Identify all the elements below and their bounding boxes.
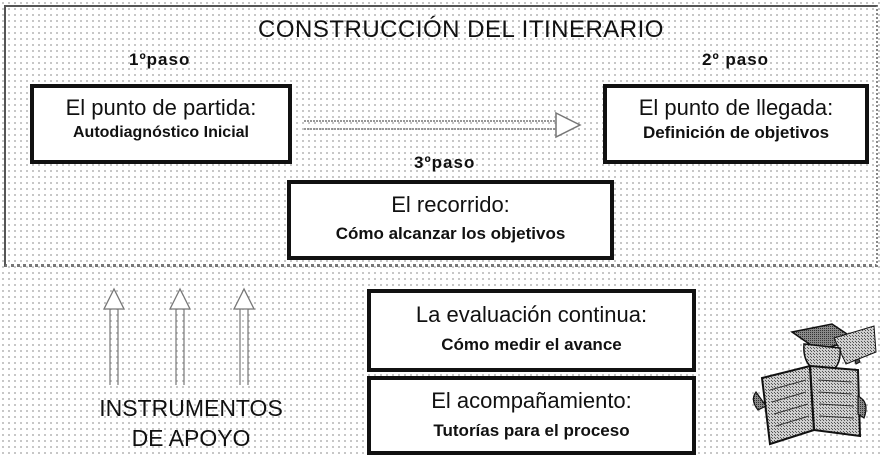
step-3-label: 3ºpaso bbox=[414, 153, 476, 172]
evaluation-heading: La evaluación continua: bbox=[415, 302, 648, 327]
support-tools-line-2: DE APOYO bbox=[131, 425, 251, 451]
end-point-box: El punto de llegada: Definición de objet… bbox=[603, 84, 869, 164]
accompaniment-heading: El acompañamiento: bbox=[431, 388, 632, 413]
step-2-label: 2º paso bbox=[702, 50, 770, 69]
diagram-title: CONSTRUCCIÓN DEL ITINERARIO bbox=[258, 16, 664, 43]
evaluation-subtitle: Cómo medir el avance bbox=[441, 335, 622, 354]
support-up-arrow-1 bbox=[102, 287, 126, 385]
start-point-heading: El punto de partida: bbox=[65, 95, 257, 120]
route-subtitle: Cómo alcanzar los objetivos bbox=[335, 224, 566, 243]
support-tools-label: INSTRUMENTOS DE APOYO bbox=[75, 393, 307, 453]
support-up-arrow-2 bbox=[168, 287, 192, 385]
route-heading: El recorrido: bbox=[391, 192, 510, 217]
progress-arrow bbox=[304, 111, 582, 139]
route-box: El recorrido: Cómo alcanzar los objetivo… bbox=[287, 180, 614, 260]
start-point-subtitle: Autodiagnóstico Inicial bbox=[72, 124, 249, 141]
support-up-arrow-3 bbox=[232, 287, 256, 385]
support-tools-line-1: INSTRUMENTOS bbox=[99, 395, 283, 421]
accompaniment-subtitle: Tutorías para el proceso bbox=[433, 421, 630, 440]
reading-person-illustration bbox=[752, 323, 877, 446]
start-point-box: El punto de partida: Autodiagnóstico Ini… bbox=[30, 84, 292, 164]
end-point-subtitle: Definición de objetivos bbox=[642, 123, 830, 142]
end-point-heading: El punto de llegada: bbox=[638, 95, 834, 120]
evaluation-box: La evaluación continua: Cómo medir el av… bbox=[367, 289, 696, 372]
itinerary-frame bbox=[4, 5, 878, 267]
step-1-label: 1ºpaso bbox=[129, 50, 191, 69]
accompaniment-box: El acompañamiento: Tutorías para el proc… bbox=[367, 376, 696, 455]
